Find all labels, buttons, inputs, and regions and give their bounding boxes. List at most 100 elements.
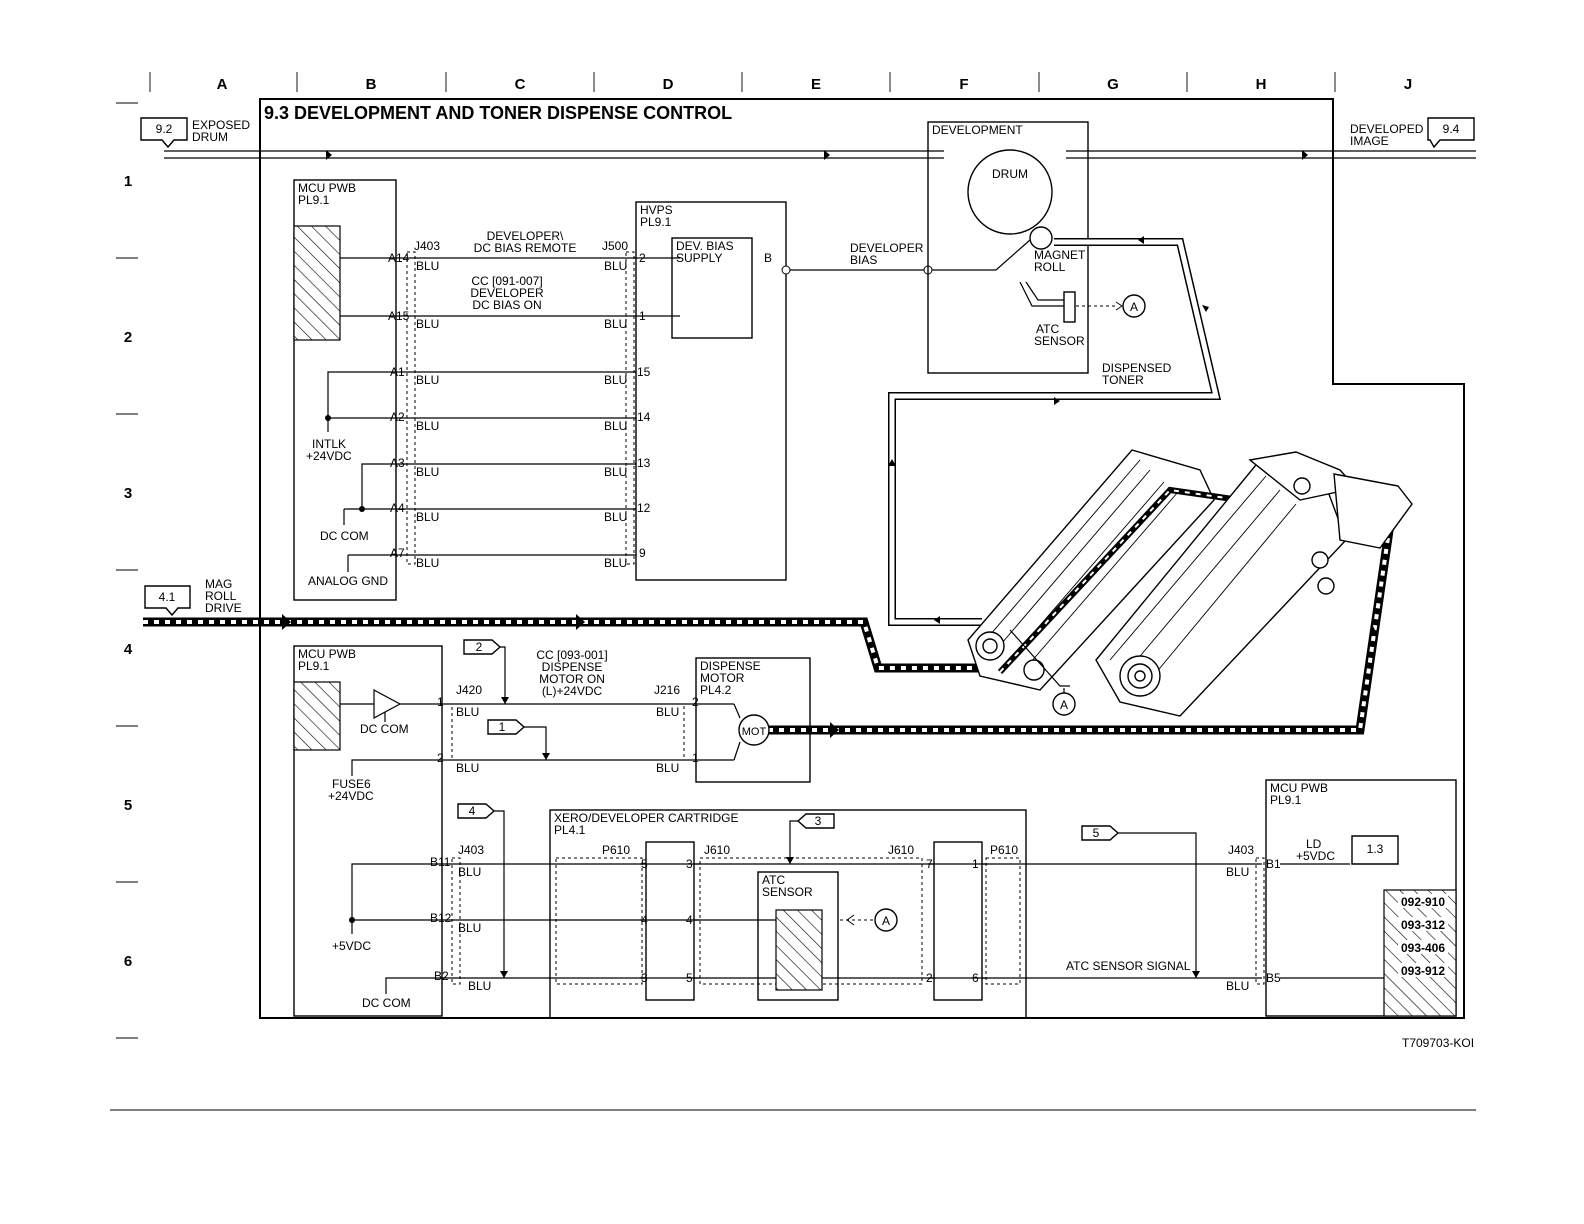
fuse-voltage: +24VDC — [328, 789, 374, 803]
wire-color: BLU — [656, 705, 679, 719]
mcu-pl: PL9.1 — [298, 193, 330, 207]
ref-a-bottom[interactable]: A — [874, 908, 898, 932]
dc-com-label: DC COM — [362, 996, 411, 1010]
mag-roll-chain — [143, 617, 1010, 673]
page-title: 9.3 DEVELOPMENT AND TONER DISPENSE CONTR… — [264, 103, 732, 123]
motor-chain — [768, 509, 1397, 735]
magnet-roll-icon — [1029, 226, 1053, 250]
ref-a-label: A — [1060, 698, 1068, 712]
j610-pin: 2 — [926, 971, 933, 985]
flag-1[interactable]: 1 — [487, 719, 526, 735]
p610-pin: 4 — [641, 913, 648, 927]
atc-sensor-element — [775, 909, 823, 991]
wire-color: BLU — [1226, 865, 1249, 879]
sensor-label: SENSOR — [1034, 334, 1085, 348]
signal-dc-bias-on: DC BIAS ON — [472, 298, 541, 312]
flag-5[interactable]: 5 — [1081, 825, 1120, 841]
pin-2: 2 — [437, 751, 444, 765]
wire-color: BLU — [604, 259, 627, 273]
development-box: DEVELOPMENT DRUM MAGNET ROLL ATC SENSOR — [927, 121, 1089, 374]
pin-b1: B1 — [1266, 857, 1281, 871]
chain-code-091-007: CC [091-007] — [471, 274, 542, 288]
dc-com-label: DC COM — [360, 722, 409, 736]
connector-j610-p610 — [933, 841, 983, 1001]
ref-number: 4.1 — [159, 590, 176, 604]
j610-pin: 5 — [686, 971, 693, 985]
dispensed-label: DISPENSED — [1102, 361, 1172, 375]
pin-a7: A7 — [390, 546, 405, 560]
wire-color: BLU — [604, 556, 627, 570]
pin-a2: A2 — [390, 410, 405, 424]
col-b: B — [366, 76, 377, 93]
signal-dispense: DISPENSE — [542, 660, 603, 674]
ref-a-label: A — [882, 914, 890, 928]
wire-color: BLU — [604, 510, 627, 524]
hvps-pin: 9 — [639, 546, 646, 560]
main-frame — [259, 98, 1465, 1019]
wire-color: BLU — [1226, 979, 1249, 993]
drive-label: DRIVE — [205, 601, 242, 615]
exposed-label: EXPOSED — [192, 118, 250, 132]
ref-number: 1.3 — [1367, 842, 1384, 856]
ref-4-1-mag-roll[interactable]: 4.1 — [144, 585, 191, 617]
col-j: J — [1404, 76, 1412, 93]
hvps-pin: 13 — [637, 456, 651, 470]
row-grid: 1 2 3 4 5 6 — [116, 102, 138, 1039]
status-code: 092-910 — [1401, 895, 1445, 909]
wire-color: BLU — [416, 510, 439, 524]
image-label: IMAGE — [1350, 134, 1389, 148]
roll-label: ROLL — [205, 589, 237, 603]
sensor-label: SENSOR — [762, 885, 813, 899]
roll-label: ROLL — [1034, 260, 1066, 274]
wire-color: BLU — [416, 556, 439, 570]
atc-sensor-icon — [1063, 291, 1076, 323]
wire-color: BLU — [468, 979, 491, 993]
hvps-title: HVPS — [640, 203, 673, 217]
row-5: 5 — [124, 797, 132, 814]
wire-color: BLU — [656, 761, 679, 775]
ref-1-3-ld[interactable]: 1.3 — [1351, 835, 1399, 865]
flag-2[interactable]: 2 — [463, 639, 502, 655]
atc-label: ATC — [762, 873, 785, 887]
dev-bias-supply — [671, 237, 753, 339]
wire-color: BLU — [416, 317, 439, 331]
flag-number: 1 — [499, 720, 506, 734]
ref-a-top[interactable]: A — [1122, 294, 1146, 318]
row-2: 2 — [124, 329, 132, 346]
p610-pin: 3 — [641, 971, 648, 985]
atc-sensor-signal-label: ATC SENSOR SIGNAL — [1066, 959, 1191, 973]
signal-developer: DEVELOPER\ — [487, 229, 564, 243]
col-e: E — [811, 76, 821, 93]
column-grid: A B C D E F G H J — [149, 72, 1412, 93]
col-f: F — [959, 76, 968, 93]
pin-a3: A3 — [390, 456, 405, 470]
mcu-pl: PL9.1 — [1270, 793, 1302, 807]
ref-9-2-exposed-drum[interactable]: 9.2 — [140, 117, 188, 149]
col-a: A — [217, 76, 228, 93]
col-d: D — [663, 76, 674, 93]
wire-color: BLU — [604, 419, 627, 433]
ref-a-mid[interactable]: A — [1052, 692, 1076, 716]
j610-label: J610 — [704, 843, 730, 857]
j403-label: J403 — [458, 843, 484, 857]
developed-label: DEVELOPED — [1350, 122, 1424, 136]
flag-4[interactable]: 4 — [457, 803, 496, 819]
j420-label: J420 — [456, 683, 482, 697]
supply-label-2: SUPPLY — [676, 251, 722, 265]
ref-9-4-developed-image[interactable]: 9.4 — [1427, 117, 1475, 149]
ref-a-label: A — [1130, 300, 1138, 314]
flag-3[interactable]: 3 — [796, 813, 835, 829]
hvps-pin: 15 — [637, 365, 651, 379]
signal-voltage: (L)+24VDC — [542, 684, 603, 698]
chain-code-list: 092-910 093-312 093-406 093-912 — [1398, 894, 1448, 978]
status-code: 093-912 — [1401, 964, 1445, 978]
mcu-title: MCU PWB — [1270, 781, 1328, 795]
hvps-pin: 2 — [639, 251, 646, 265]
drum-icon — [967, 149, 1053, 235]
j216-label: J216 — [654, 683, 680, 697]
developer-assembly-illustration — [967, 449, 1413, 717]
toner-label: TONER — [1102, 373, 1144, 387]
mcu-chip-mid — [293, 681, 341, 751]
mcu-title: MCU PWB — [298, 647, 356, 661]
